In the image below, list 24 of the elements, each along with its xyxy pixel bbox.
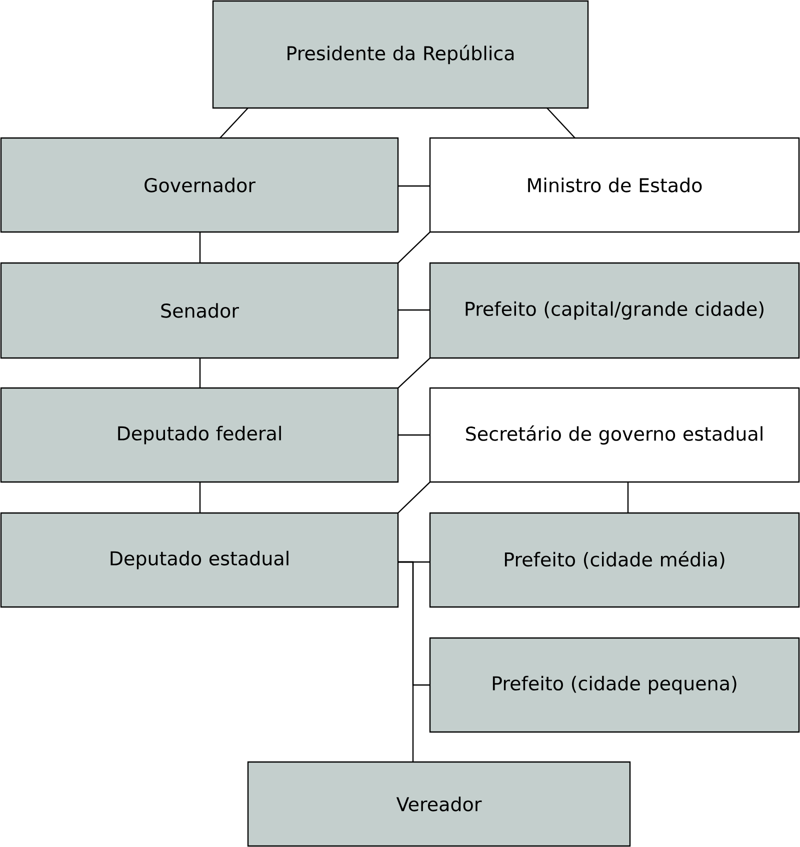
position-box: Ministro de Estado [429,137,800,233]
connector-line [546,108,576,138]
connector-line [199,358,201,388]
position-box: Prefeito (cidade pequena) [429,637,800,733]
position-box: Deputado estadual [0,512,399,608]
position-box: Secretário de governo estadual [429,387,800,483]
connector-line [398,185,430,187]
connector-line [398,358,430,388]
connector-line [398,561,414,762]
connector-line [627,482,629,513]
connector-line [398,232,430,264]
connector-line [199,482,201,513]
position-box: Prefeito (cidade média) [429,512,800,608]
position-box: Vereador [247,761,631,847]
position-box: Deputado federal [0,387,399,483]
position-box: Governador [0,137,399,233]
position-box: Prefeito (capital/grande cidade) [429,262,800,359]
connector-line [398,434,430,436]
connector-line [199,232,201,263]
position-box: Senador [0,262,399,359]
connector-line [398,309,430,311]
connector-line [398,482,430,514]
position-box: Presidente da República [212,0,589,109]
connector-line [220,108,248,138]
